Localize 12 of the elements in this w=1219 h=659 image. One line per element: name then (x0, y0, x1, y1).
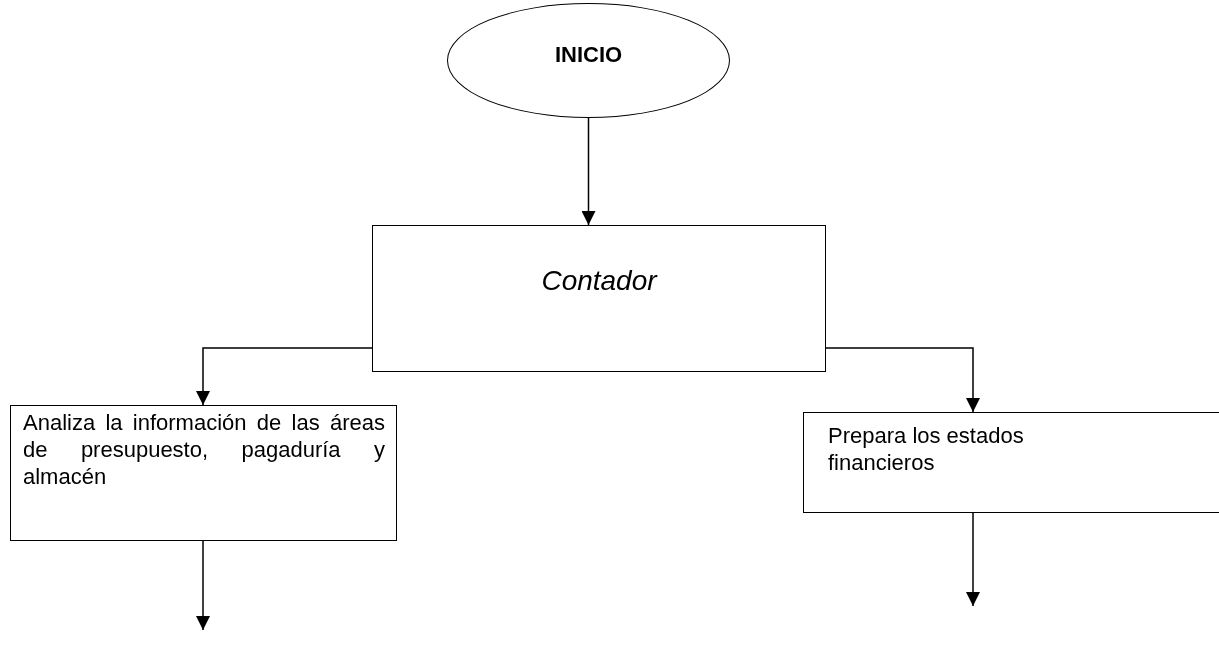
process-box (803, 412, 1219, 513)
arrow (825, 347, 980, 413)
arrow (966, 512, 980, 607)
arrow (581, 117, 596, 226)
process-box (10, 405, 397, 541)
process-box (372, 225, 826, 372)
node-text: Analiza la información de las áreas de presupuesto, pagaduría y almacén (23, 410, 385, 491)
node-text: INICIO (553, 42, 624, 69)
node-text: Prepara los estados financieros (828, 423, 1025, 477)
node-text: Contador (540, 264, 659, 298)
arrow (196, 540, 210, 631)
arrow (196, 347, 373, 406)
